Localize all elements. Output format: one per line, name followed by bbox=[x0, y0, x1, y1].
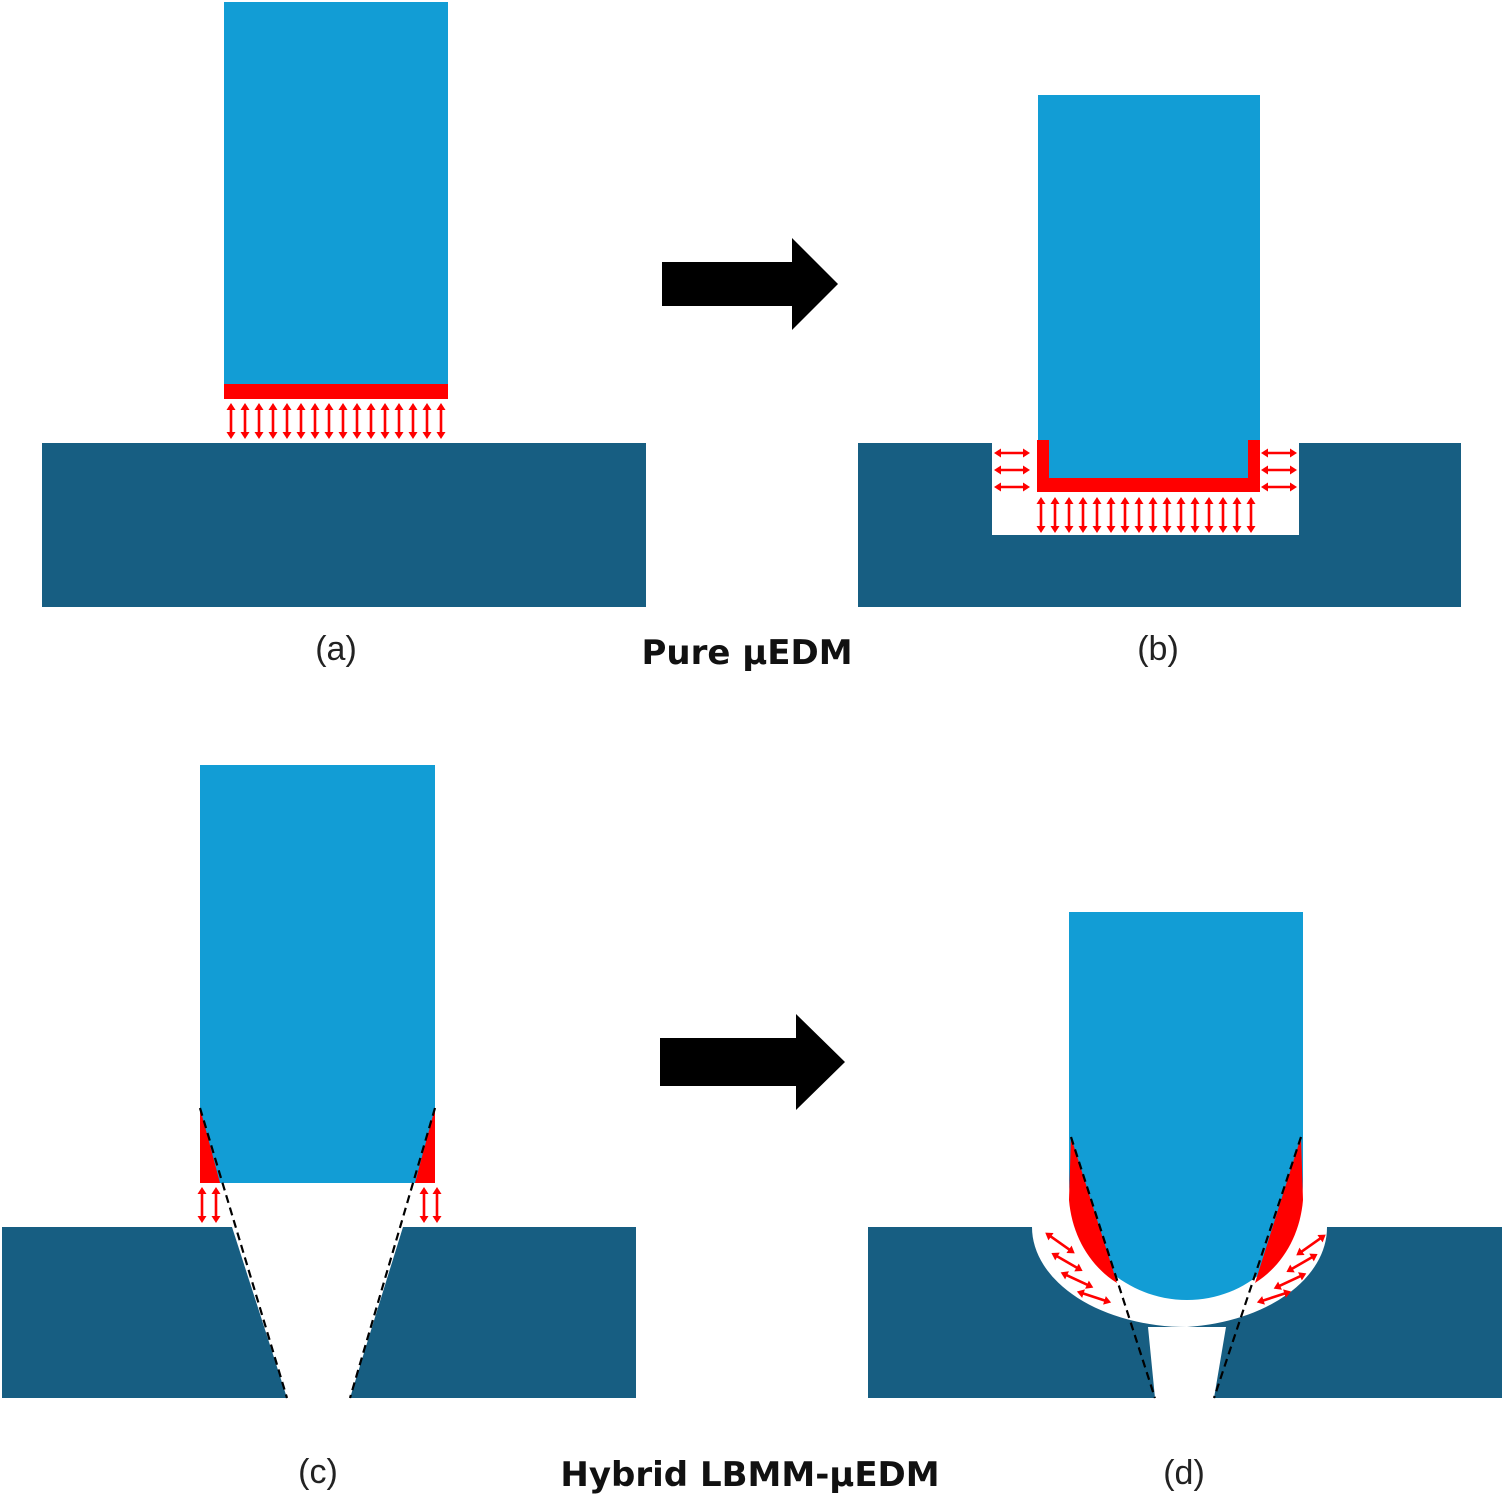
title-hybrid-lbmm-uedm: Hybrid LBMM-μEDM bbox=[560, 1455, 939, 1495]
taper-line-c-left bbox=[198, 1107, 289, 1399]
taper-line-c-right bbox=[348, 1107, 437, 1399]
electrode-c bbox=[200, 765, 435, 1183]
taper-line-d-right bbox=[1212, 1136, 1303, 1399]
spark-gap-arrows-b-right bbox=[1259, 447, 1299, 493]
workpiece-a bbox=[42, 443, 646, 607]
title-pure-uedm: Pure μEDM bbox=[641, 633, 852, 673]
thick-right-arrow-icon bbox=[662, 238, 838, 330]
panel-label-a: (a) bbox=[315, 630, 357, 668]
panel-label-d: (d) bbox=[1163, 1454, 1205, 1492]
discharge-layer-a bbox=[224, 384, 448, 399]
panel-label-c: (c) bbox=[298, 1453, 338, 1491]
electrode-b bbox=[1038, 95, 1260, 480]
panel-a: (a) bbox=[42, 2, 646, 668]
discharge-region-d-left bbox=[1069, 1137, 1117, 1283]
workpiece-c-right bbox=[350, 1227, 636, 1398]
workpiece-d bbox=[868, 1227, 1502, 1398]
spark-gap-arrows-a bbox=[225, 401, 447, 441]
workpiece-c-left bbox=[2, 1227, 287, 1398]
thick-right-arrow-icon bbox=[660, 1014, 845, 1110]
panel-d: (d) bbox=[868, 912, 1502, 1492]
panel-b: (b) bbox=[858, 95, 1461, 668]
discharge-layer-b bbox=[1037, 440, 1260, 492]
spark-gap-arrows-b-left bbox=[992, 447, 1032, 493]
electrode-d bbox=[1069, 912, 1303, 1300]
spark-gap-arrows-b-bottom bbox=[1035, 495, 1257, 535]
panel-label-b: (b) bbox=[1137, 630, 1179, 668]
workpiece-b bbox=[858, 443, 1461, 607]
taper-line-d-left bbox=[1069, 1136, 1157, 1399]
spark-gap-arrows-c bbox=[196, 1185, 443, 1225]
discharge-region-d-right bbox=[1255, 1137, 1303, 1283]
panel-c: (c) bbox=[2, 765, 636, 1491]
electrode-a bbox=[224, 2, 448, 386]
